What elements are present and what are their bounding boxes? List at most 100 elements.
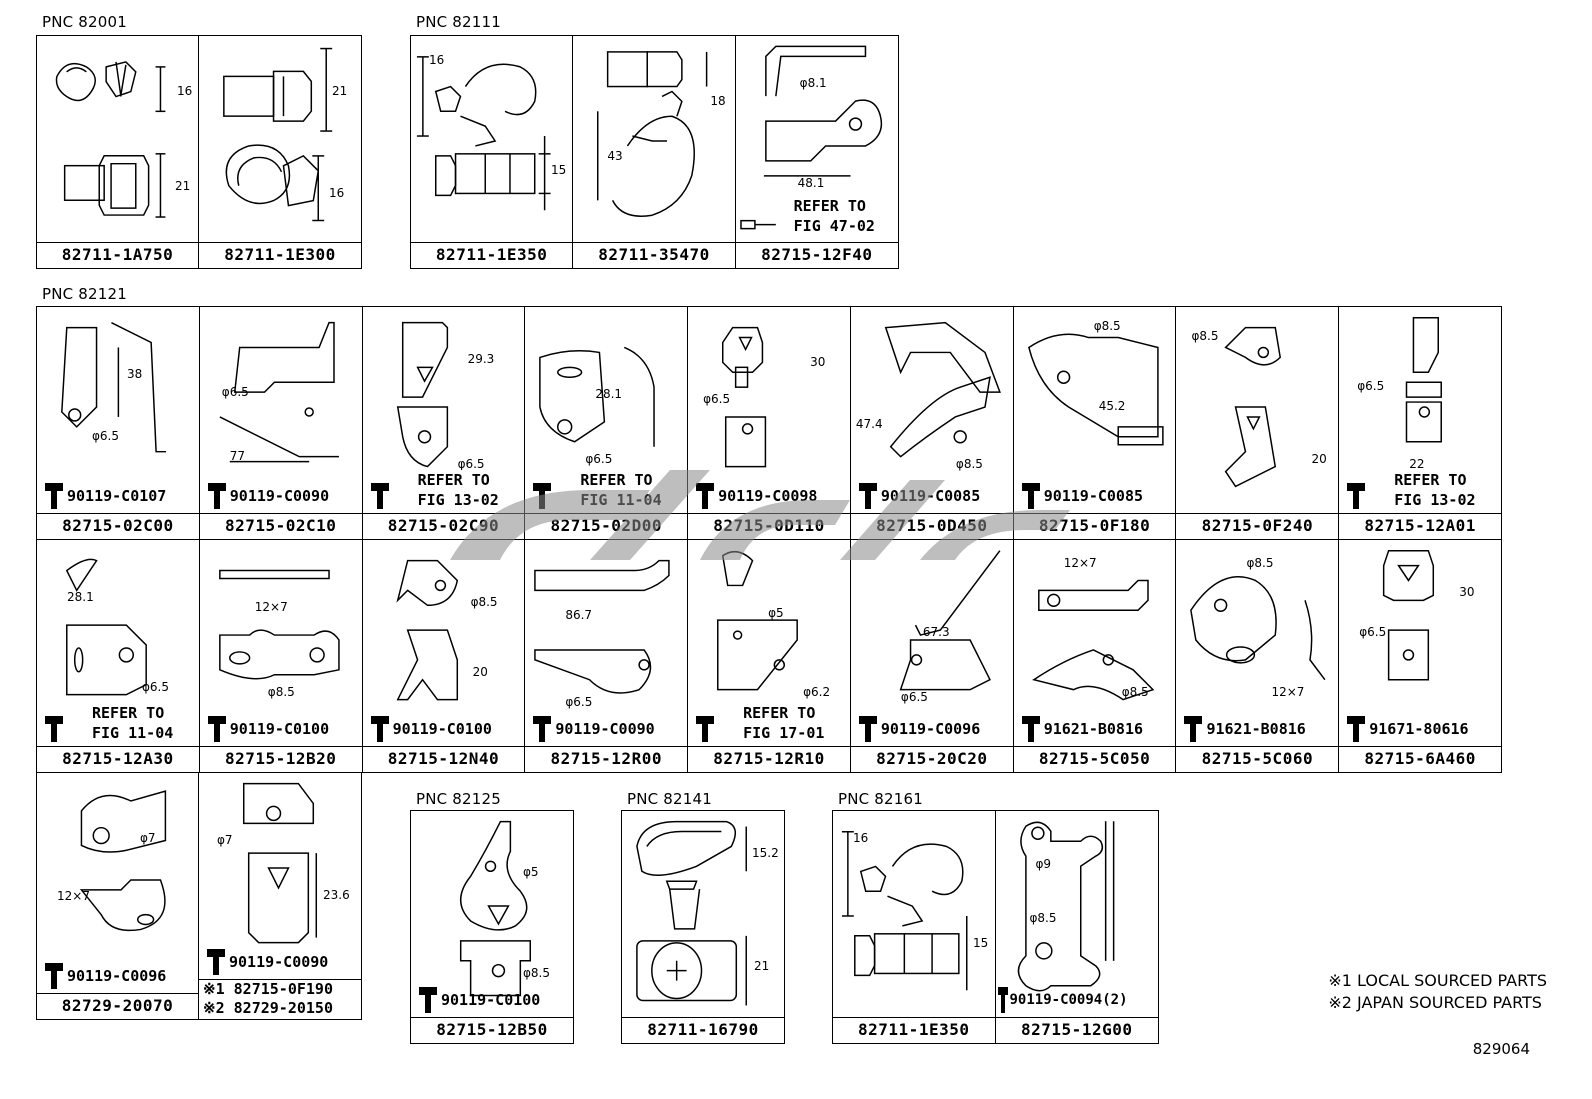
bolt: 90119-C0096 [857, 716, 980, 742]
bolt: 90119-C0100 [417, 987, 540, 1013]
part-number[interactable]: 82715-5C060 [1176, 746, 1339, 772]
bolt: 90119-C0090 [531, 716, 655, 742]
part-number[interactable]: 82715-12R00 [525, 746, 688, 772]
bolt: 90119-C0107 [43, 483, 166, 509]
part-number[interactable]: 82715-0D110 [688, 513, 850, 539]
group-82161: 16 15 82711-1E350 φ9 φ8.5 90119-C0094(2)… [832, 810, 1159, 1044]
part-number[interactable]: 82715-12A01 [1339, 513, 1502, 539]
part-cell[interactable]: φ7 12×7 90119-C0096 82729-20070 [37, 773, 199, 1019]
part-cell[interactable]: 21 16 82711-1E300 [199, 36, 361, 268]
part-number[interactable]: 82711-35470 [573, 242, 735, 268]
bolt-part-number[interactable]: 90119-C0100 [441, 991, 541, 1009]
part-number[interactable]: 82715-12B50 [411, 1017, 573, 1043]
part-number[interactable]: 82715-12R10 [688, 746, 850, 772]
dimension-label: φ8.1 [799, 76, 827, 90]
bolt-part-number[interactable]: 91621-B0816 [1043, 720, 1144, 738]
dimension-label: 12×7 [1063, 556, 1097, 570]
group-82121-row-3: φ7 12×7 90119-C0096 82729-20070 φ7 23.6 … [36, 772, 362, 1020]
part-cell[interactable]: φ8.1 48.1 REFER TO FIG 47-02 82715-12F40 [735, 36, 898, 268]
bolt-part-number[interactable]: 90119-C0098 [718, 487, 818, 505]
part-cell[interactable]: 16 15 82711-1E350 [411, 36, 574, 268]
bolt-part-number[interactable]: 90119-C0107 [67, 487, 167, 505]
group-82111: 16 15 82711-1E350 18 43 82711-35470 [410, 35, 899, 269]
part-number[interactable]: 82715-12F40 [735, 242, 898, 268]
refer-note: REFER TO FIG 11-04 [92, 703, 174, 743]
bolt-part-number[interactable]: 90119-C0090 [555, 720, 655, 738]
part-cell[interactable]: 16 15 82711-1E350 [833, 811, 996, 1043]
part-number-local[interactable]: ※1 82715-0F190 [203, 980, 333, 998]
part-cell[interactable]: 18 43 82711-35470 [573, 36, 736, 268]
part-number[interactable]: 82715-0F180 [1013, 513, 1176, 539]
dimension-label: φ6.5 [703, 392, 731, 406]
part-number[interactable]: 82715-12A30 [37, 746, 199, 772]
part-number[interactable]: 82715-5C050 [1013, 746, 1176, 772]
bolt-part-number[interactable]: 90119-C0096 [67, 967, 167, 985]
part-number[interactable]: 82729-20070 [37, 993, 198, 1019]
refer-note: REFER TO FIG 11-04 [580, 470, 662, 510]
part-number[interactable]: 82715-12N40 [362, 746, 525, 772]
part-cell[interactable]: φ9 φ8.5 90119-C0094(2) 82715-12G00 [995, 811, 1159, 1043]
part-number[interactable]: 82711-1E350 [411, 242, 573, 268]
part-number[interactable]: 82711-16790 [622, 1017, 784, 1043]
part-number[interactable]: 82715-6A460 [1339, 746, 1502, 772]
bolt-part-number[interactable]: 90119-C0085 [880, 487, 981, 505]
bolt: 91621-B0816 [1020, 716, 1143, 742]
part-cell[interactable]: φ5 φ8.5 90119-C0100 82715-12B50 [411, 811, 573, 1043]
part-number[interactable]: 82715-0F240 [1176, 513, 1339, 539]
part-number[interactable]: 82715-12G00 [995, 1017, 1158, 1043]
dimension-label: 28.1 [595, 387, 623, 401]
part-number[interactable]: 82711-1E300 [199, 242, 361, 268]
part-number[interactable]: 82711-1A750 [37, 242, 198, 268]
bolt-part-number[interactable]: 90119-C0090 [229, 487, 330, 505]
bolt-part-number[interactable]: 90119-C0094(2) [1009, 992, 1128, 1008]
bolt-part-number[interactable]: 90119-C0100 [392, 720, 492, 738]
bolt-part-number[interactable]: 90119-C0085 [1043, 487, 1144, 505]
part-cell[interactable]: φ8.5 45.2 90119-C0085 82715-0F180 [1013, 307, 1177, 539]
part-number[interactable]: 82711-1E350 [833, 1017, 995, 1043]
dimension-label: φ8.5 [1246, 556, 1274, 570]
part-cell[interactable]: φ7 23.6 90119-C0090 ※1 82715-0F190 ※2 82… [199, 773, 361, 1019]
part-number[interactable]: 82715-02C90 [362, 513, 525, 539]
part-number-japan[interactable]: ※2 82729-20150 [203, 999, 333, 1017]
part-number[interactable]: 82715-0D450 [850, 513, 1013, 539]
bolt-part-number[interactable]: 91671-80616 [1369, 720, 1469, 738]
bolt-part-number[interactable]: 91621-B0816 [1206, 720, 1306, 738]
bolt: 90119-C0090 [206, 483, 329, 509]
figure-number: 829064 [1472, 1040, 1530, 1058]
bolt-part-number[interactable]: 90119-C0096 [880, 720, 981, 738]
part-number[interactable]: 82715-12B20 [199, 746, 362, 772]
dimension-label: φ8.5 [1093, 319, 1121, 333]
dimension-label: 30 [1459, 585, 1475, 599]
bolt [1345, 483, 1369, 509]
bolt-part-number[interactable]: 90119-C0090 [229, 953, 329, 971]
part-drawing: φ9 φ8.5 90119-C0094(2) [996, 811, 1159, 1017]
part-cell[interactable]: 16 21 82711-1A750 [37, 36, 199, 268]
part-number[interactable]: 82715-02D00 [525, 513, 688, 539]
bolt-part-number[interactable]: 90119-C0100 [229, 720, 330, 738]
bolt-icon [531, 483, 553, 509]
part-cell[interactable]: 15.2 21 82711-16790 [622, 811, 784, 1043]
dimension-label: 45.2 [1098, 399, 1126, 413]
part-number[interactable]: 82715-02C10 [199, 513, 362, 539]
part-number[interactable]: 82715-20C20 [850, 746, 1013, 772]
part-drawing: φ5 φ8.5 90119-C0100 [411, 811, 573, 1017]
part-number[interactable]: 82715-02C00 [37, 513, 199, 539]
